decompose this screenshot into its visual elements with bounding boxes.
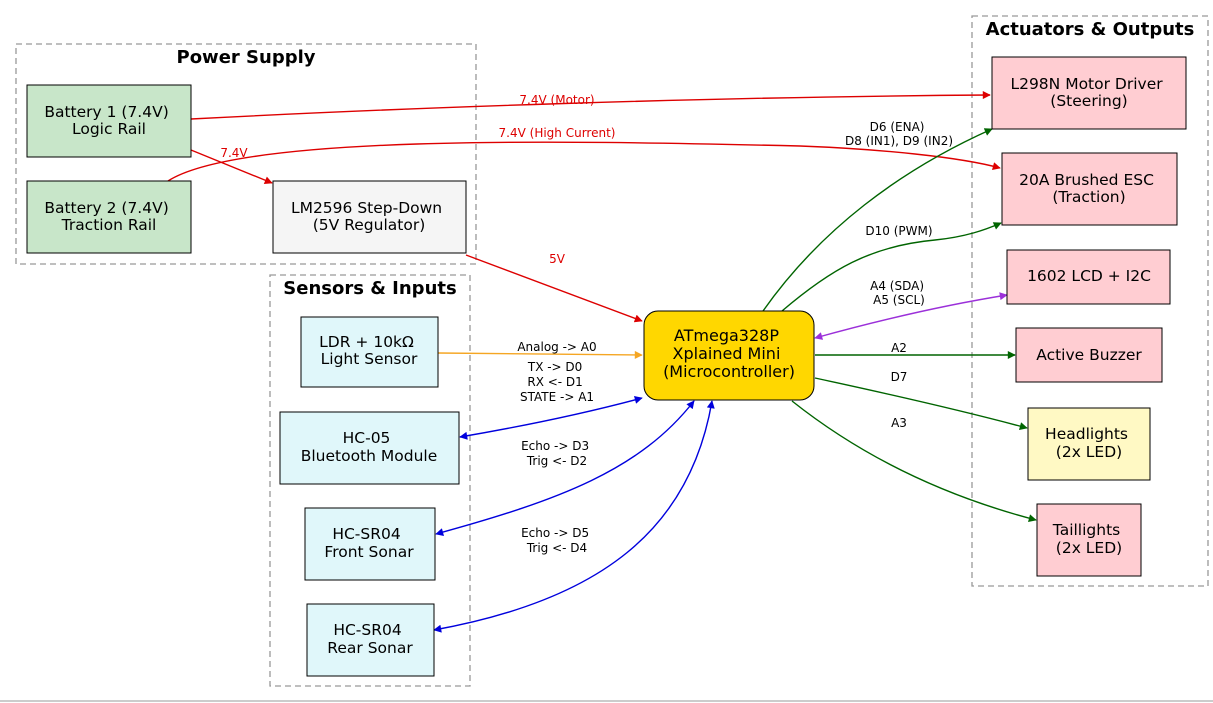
node-sonar-front: HC-SR04 Front Sonar: [304, 507, 436, 581]
node-sonar-front-box: [304, 507, 436, 581]
edge-battery2-to-esc-label: 7.4V (High Current): [499, 126, 616, 140]
edge-regulator-to-mcu: 5V: [465, 252, 643, 323]
edge-mcu-to-motor-driver-line: [762, 128, 993, 312]
edge-mcu-to-headlights-label: D7: [891, 370, 908, 384]
edge-mcu-to-headlights-line: [814, 377, 1028, 430]
edge-mcu-to-lcd-line: [814, 292, 1008, 340]
node-regulator-label: LM2596 Step-Down (5V Regulator): [291, 199, 447, 234]
edge-mcu-to-motor-driver: D6 (ENA) D8 (IN1), D9 (IN2): [762, 120, 993, 312]
node-hc05: HC-05 Bluetooth Module: [279, 411, 460, 485]
edge-ldr-to-mcu: Analog -> A0: [437, 340, 643, 359]
edge-mcu-to-taillights-label: A3: [891, 416, 907, 430]
node-battery2-box: [26, 180, 192, 254]
edge-rear-sonar-to-mcu-label: Echo -> D5 Trig <- D4: [521, 526, 593, 555]
edge-mcu-to-buzzer-label: A2: [891, 341, 907, 355]
node-regulator-box: [272, 180, 467, 254]
node-taillights: Taillights (2x LED): [1036, 503, 1142, 577]
cluster-power-supply-border: [15, 43, 477, 265]
node-headlights: Headlights (2x LED): [1027, 407, 1151, 481]
node-battery1: Battery 1 (7.4V) Logic Rail: [26, 84, 192, 158]
node-hc05-box: [279, 411, 460, 485]
node-buzzer-box: [1015, 327, 1163, 383]
edges: 7.4V (Motor) 7.4V (High Current) 7.4V 5V…: [167, 91, 1037, 633]
edge-mcu-to-motor-driver-label: D6 (ENA) D8 (IN1), D9 (IN2): [845, 120, 953, 148]
node-buzzer: Active Buzzer: [1015, 327, 1163, 383]
edge-ldr-to-mcu-label: Analog -> A0: [517, 340, 596, 354]
edge-hc05-to-mcu-label: TX -> D0 RX <- D1 STATE -> A1: [520, 360, 594, 404]
edge-battery1-to-motor-driver: 7.4V (Motor): [190, 91, 991, 120]
edge-front-sonar-to-mcu: Echo -> D3 Trig <- D2: [435, 400, 695, 536]
node-battery1-label: Battery 1 (7.4V) Logic Rail: [44, 103, 173, 138]
node-motor-driver: L298N Motor Driver (Steering): [991, 56, 1187, 130]
cluster-actuators-outputs: Actuators & Outputs: [971, 15, 1209, 587]
edge-regulator-to-mcu-line: [465, 254, 643, 323]
edge-regulator-to-mcu-label: 5V: [549, 252, 566, 266]
cluster-actuators-outputs-label: Actuators & Outputs: [986, 19, 1195, 40]
node-hc05-label: HC-05 Bluetooth Module: [301, 429, 438, 465]
node-headlights-box: [1027, 407, 1151, 481]
node-taillights-label: Taillights (2x LED): [1052, 521, 1125, 557]
cluster-power-supply-label: Power Supply: [177, 47, 316, 68]
edge-mcu-to-esc: D10 (PWM): [781, 222, 1002, 312]
node-battery1-box: [26, 84, 192, 158]
cluster-actuators-outputs-border: [971, 15, 1209, 587]
node-motor-driver-box: [991, 56, 1187, 130]
edge-mcu-to-taillights-line: [791, 400, 1037, 523]
edge-mcu-to-esc-label: D10 (PWM): [865, 224, 932, 238]
node-headlights-label: Headlights (2x LED): [1045, 425, 1133, 461]
node-ldr-box: [300, 316, 439, 388]
node-ldr-label: LDR + 10kΩ Light Sensor: [319, 333, 419, 368]
cluster-power-supply: Power Supply: [15, 43, 477, 265]
edge-battery2-to-esc: 7.4V (High Current): [167, 126, 1001, 182]
node-sonar-rear: HC-SR04 Rear Sonar: [306, 603, 435, 677]
edge-battery1-to-regulator-label: 7.4V: [220, 146, 248, 160]
edge-mcu-to-taillights: A3: [791, 400, 1037, 523]
edge-mcu-to-buzzer: A2: [815, 341, 1016, 359]
node-taillights-box: [1036, 503, 1142, 577]
node-ldr: LDR + 10kΩ Light Sensor: [300, 316, 439, 388]
node-mcu-box: [643, 310, 815, 401]
node-esc-box: [1001, 152, 1178, 226]
node-esc-label: 20A Brushed ESC (Traction): [1019, 171, 1159, 206]
edge-battery1-to-regulator-line: [190, 149, 273, 184]
edge-battery1-to-motor-driver-line: [190, 91, 991, 120]
node-lcd-label: 1602 LCD + I2C: [1027, 267, 1151, 285]
edge-mcu-to-lcd: A4 (SDA) A5 (SCL): [814, 279, 1008, 340]
edge-battery2-to-esc-line: [167, 141, 1001, 182]
edge-rear-sonar-to-mcu-line: [433, 400, 715, 633]
edge-battery1-to-regulator: 7.4V: [190, 146, 273, 184]
cluster-sensors-inputs-label: Sensors & Inputs: [283, 278, 456, 299]
node-battery2: Battery 2 (7.4V) Traction Rail: [26, 180, 192, 254]
edge-hc05-to-mcu: TX -> D0 RX <- D1 STATE -> A1: [459, 360, 643, 440]
node-sonar-front-label: HC-SR04 Front Sonar: [324, 525, 414, 561]
node-lcd-box: [1006, 249, 1171, 305]
node-motor-driver-label: L298N Motor Driver (Steering): [1010, 75, 1167, 110]
node-mcu: ATmega328P Xplained Mini (Microcontrolle…: [643, 310, 815, 401]
edge-front-sonar-to-mcu-label: Echo -> D3 Trig <- D2: [521, 439, 593, 468]
edge-mcu-to-esc-line: [781, 222, 1002, 312]
node-mcu-label: ATmega328P Xplained Mini (Microcontrolle…: [663, 326, 795, 381]
node-sonar-rear-box: [306, 603, 435, 677]
node-battery2-label: Battery 2 (7.4V) Traction Rail: [44, 199, 173, 234]
edge-mcu-to-headlights: D7: [814, 370, 1028, 430]
node-lcd: 1602 LCD + I2C: [1006, 249, 1171, 305]
edge-ldr-to-mcu-line: [437, 350, 643, 359]
node-sonar-rear-label: HC-SR04 Rear Sonar: [327, 621, 413, 657]
edge-rear-sonar-to-mcu: Echo -> D5 Trig <- D4: [433, 400, 715, 633]
node-regulator: LM2596 Step-Down (5V Regulator): [272, 180, 467, 254]
edge-mcu-to-lcd-label: A4 (SDA) A5 (SCL): [870, 279, 928, 307]
node-buzzer-label: Active Buzzer: [1036, 346, 1142, 364]
edge-battery1-to-motor-driver-label: 7.4V (Motor): [519, 93, 594, 107]
node-esc: 20A Brushed ESC (Traction): [1001, 152, 1178, 226]
